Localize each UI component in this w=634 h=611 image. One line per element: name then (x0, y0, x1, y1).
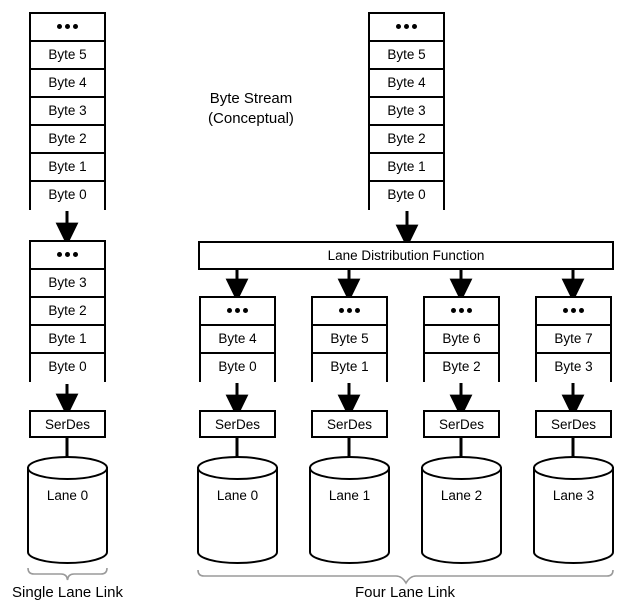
stack-cell-byte: Byte 1 (313, 354, 386, 382)
stack-cell-byte: Byte 4 (370, 70, 443, 98)
stack-cell-byte: Byte 2 (31, 126, 104, 154)
serdes-box-single: SerDes (29, 410, 106, 438)
lane-stack-3: Byte 7 Byte 3 (535, 296, 612, 382)
cylinder-label-four-lane-3: Lane 3 (552, 488, 595, 503)
stack-cell-byte: Byte 4 (31, 70, 104, 98)
byte-stream-caption: Byte Stream (Conceptual) (186, 89, 316, 129)
serdes-box-lane-3: SerDes (535, 410, 612, 438)
stack-cell-byte: Byte 2 (31, 298, 104, 326)
stack-cell-dots (370, 14, 443, 42)
cylinder-four-lane-1 (309, 456, 390, 564)
byte-stream-stack-single: Byte 5 Byte 4 Byte 3 Byte 2 Byte 1 Byte … (29, 12, 106, 210)
stack-cell-byte: Byte 3 (31, 270, 104, 298)
cylinder-four-lane-2 (421, 456, 502, 564)
stack-cell-byte: Byte 7 (537, 326, 610, 354)
byte-stream-caption-line2: (Conceptual) (208, 110, 294, 127)
lane-stack-single: Byte 3 Byte 2 Byte 1 Byte 0 (29, 240, 106, 382)
lane-stack-0: Byte 4 Byte 0 (199, 296, 276, 382)
serdes-box-lane-1: SerDes (311, 410, 388, 438)
stack-cell-dots (313, 298, 386, 326)
cylinder-label-four-lane-1: Lane 1 (328, 488, 371, 503)
stack-cell-byte: Byte 3 (370, 98, 443, 126)
byte-stream-stack-four: Byte 5 Byte 4 Byte 3 Byte 2 Byte 1 Byte … (368, 12, 445, 210)
stack-cell-dots (31, 14, 104, 42)
stack-cell-byte: Byte 1 (31, 154, 104, 182)
lane-stack-1: Byte 5 Byte 1 (311, 296, 388, 382)
stack-cell-byte: Byte 6 (425, 326, 498, 354)
stack-cell-byte: Byte 0 (31, 182, 104, 210)
cylinder-single-lane-0 (27, 456, 108, 564)
serdes-box-lane-0: SerDes (199, 410, 276, 438)
bracket-four-lane-link (197, 569, 614, 585)
stack-cell-dots (31, 242, 104, 270)
stack-cell-byte: Byte 3 (537, 354, 610, 382)
caption-single-lane-link: Single Lane Link (12, 584, 123, 601)
lane-stack-2: Byte 6 Byte 2 (423, 296, 500, 382)
cylinder-four-lane-3 (533, 456, 614, 564)
cylinder-label-four-lane-0: Lane 0 (216, 488, 259, 503)
stack-cell-byte: Byte 3 (31, 98, 104, 126)
lane-distribution-function-box: Lane Distribution Function (198, 241, 614, 270)
stack-cell-byte: Byte 4 (201, 326, 274, 354)
caption-four-lane-link: Four Lane Link (354, 584, 456, 601)
stack-cell-dots (201, 298, 274, 326)
stack-cell-byte: Byte 1 (31, 326, 104, 354)
stack-cell-byte: Byte 1 (370, 154, 443, 182)
stack-cell-byte: Byte 5 (313, 326, 386, 354)
byte-stream-caption-line1: Byte Stream (209, 90, 293, 107)
cylinder-label-single-lane-0: Lane 0 (46, 488, 89, 503)
stack-cell-byte: Byte 0 (201, 354, 274, 382)
stack-cell-byte: Byte 5 (370, 42, 443, 70)
cylinder-label-four-lane-2: Lane 2 (440, 488, 483, 503)
stack-cell-byte: Byte 0 (31, 354, 104, 382)
stack-cell-byte: Byte 2 (370, 126, 443, 154)
stack-cell-byte: Byte 2 (425, 354, 498, 382)
stack-cell-byte: Byte 0 (370, 182, 443, 210)
cylinder-four-lane-0 (197, 456, 278, 564)
bracket-single-lane-link (27, 567, 108, 581)
stack-cell-dots (537, 298, 610, 326)
stack-cell-dots (425, 298, 498, 326)
stack-cell-byte: Byte 5 (31, 42, 104, 70)
serdes-box-lane-2: SerDes (423, 410, 500, 438)
